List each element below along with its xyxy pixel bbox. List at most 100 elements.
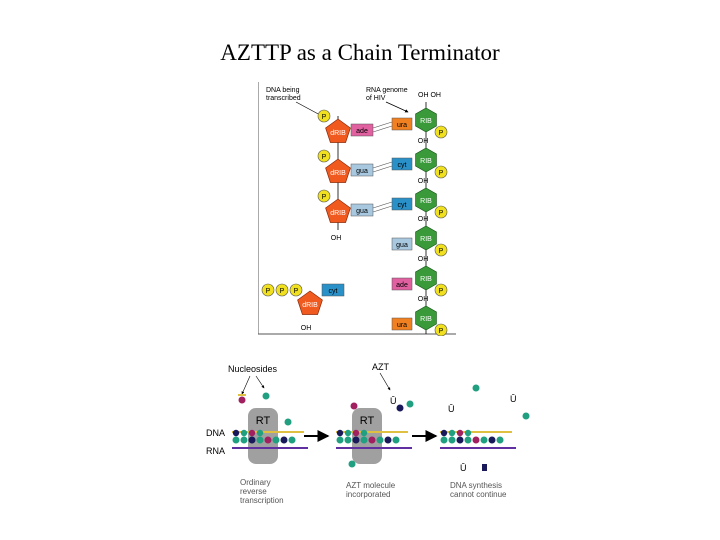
rib-sugar <box>415 265 437 291</box>
free-nucleoside <box>396 404 404 412</box>
drib-label: dRIB <box>330 130 346 137</box>
nucleotide-dot <box>256 436 264 444</box>
dna-label-line1: DNA being <box>266 87 300 94</box>
nucleosides-label: Nucleosides <box>228 364 278 374</box>
caption-1-line3: transcription <box>240 496 284 505</box>
nucleotide-dot <box>464 436 472 444</box>
rna-label-line1: RNA genome <box>366 87 408 94</box>
phosphate <box>317 149 331 163</box>
nucleotide-dot <box>376 436 384 444</box>
azttp-base-label: cyt <box>329 288 338 295</box>
dna-base-label: gua <box>356 208 368 215</box>
nucleotide-dot <box>240 436 248 444</box>
rib-sugar <box>415 107 437 133</box>
rna-base-label: ura <box>397 122 407 129</box>
dna-terminal-oh: OH <box>331 235 342 242</box>
incorporated-dot <box>448 429 456 437</box>
phosphate-label: P <box>322 194 327 201</box>
nucleotide-dot <box>288 436 296 444</box>
phosphate <box>434 165 448 179</box>
free-nucleoside <box>262 392 270 400</box>
nucleotide-dot <box>368 436 376 444</box>
nucleotide-dot <box>248 436 256 444</box>
dna-base-gua <box>350 203 374 217</box>
phosphate <box>434 243 448 257</box>
caption-2-line2: incorporated <box>346 490 390 499</box>
slide-title: AZTTP as a Chain Terminator <box>220 40 500 65</box>
incorporated-dot <box>352 429 360 437</box>
caption-3-line2: cannot continue <box>450 490 507 499</box>
rib-sugar <box>415 187 437 213</box>
incorporated-dot <box>248 429 256 437</box>
nucleotide-dot <box>232 436 240 444</box>
phosphate <box>317 109 331 123</box>
azttp-phosphate-label: P <box>280 288 285 295</box>
hydrogen-bond <box>372 125 393 133</box>
dna-base-gua <box>350 163 374 177</box>
azt-glyph: Ū <box>460 463 467 473</box>
nucleotide-dot <box>392 436 400 444</box>
drib-sugar <box>325 118 351 143</box>
rib-sugar <box>415 225 437 251</box>
drib-sugar <box>325 198 351 223</box>
nucleotide-dot <box>336 436 344 444</box>
free-nucleoside <box>472 384 480 392</box>
phosphate <box>434 125 448 139</box>
nucleotide-dot <box>352 436 360 444</box>
rib-sugar <box>415 147 437 173</box>
rib-sugar <box>415 305 437 331</box>
azttp-base-cyt <box>321 283 345 297</box>
azt-label: AZT <box>372 362 390 372</box>
rib-label: RIB <box>420 198 432 205</box>
nucleoside-stem <box>238 394 246 396</box>
nucleotide-dot <box>496 436 504 444</box>
rna-base-label: cyt <box>398 162 407 169</box>
free-nucleoside <box>348 460 356 468</box>
phosphate-label: P <box>439 170 444 177</box>
phosphate-label: P <box>439 130 444 137</box>
drib-sugar <box>325 158 351 183</box>
azttp-oh: OH <box>301 325 312 332</box>
rib-label: RIB <box>420 118 432 125</box>
free-nucleoside <box>284 418 292 426</box>
nucleotide-dot <box>264 436 272 444</box>
rt-enzyme <box>248 408 278 464</box>
rt-panel: RT <box>232 392 308 464</box>
dna-base-ade <box>350 123 374 137</box>
incorporated-dot <box>456 429 464 437</box>
rt-enzyme <box>352 408 382 464</box>
dna-label-line2: transcribed <box>266 95 301 102</box>
phosphate-label: P <box>439 328 444 335</box>
azttp-phosphate <box>261 283 275 297</box>
rna-base-cyt <box>391 197 413 211</box>
dna-base-label: gua <box>356 168 368 175</box>
oh-label: OH <box>418 178 429 185</box>
rna-label-line2: of HIV <box>366 95 386 102</box>
rib-label: RIB <box>420 236 432 243</box>
rt-label: RT <box>256 415 271 427</box>
oh-label: OH <box>418 256 429 263</box>
phosphate-label: P <box>439 210 444 217</box>
rna-base-label: ura <box>397 322 407 329</box>
azttp-drib-label: dRIB <box>302 302 318 309</box>
nucleotide-dot <box>440 436 448 444</box>
rt-panel: ŪŪŪ <box>440 384 530 473</box>
phosphate-label: P <box>322 154 327 161</box>
rt-panel: RTŪ <box>336 396 414 468</box>
caption-3-line1: DNA synthesis <box>450 481 502 490</box>
incorporated-dot <box>336 429 344 437</box>
nucleotide-dot <box>456 436 464 444</box>
rna-strand: RIBPRIBPOHRIBPOHRIBPOHRIBPOHRIBPOHuracyt… <box>391 102 448 336</box>
hydrogen-bond <box>372 121 393 129</box>
hydrogen-bond <box>372 161 393 169</box>
rna-base-label: ade <box>396 282 408 289</box>
nucleotide-dot <box>488 436 496 444</box>
rna-base-ura <box>391 117 413 131</box>
free-nucleoside <box>406 400 414 408</box>
incorporated-dot <box>256 429 264 437</box>
dna-label: DNA <box>206 428 225 438</box>
incorporated-dot <box>232 429 240 437</box>
drib-label: dRIB <box>330 210 346 217</box>
